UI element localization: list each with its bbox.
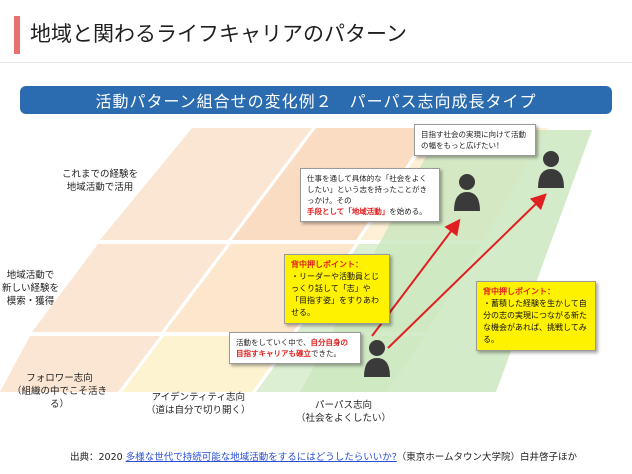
column-label-identity: アイデンティティ志向（道は自分で切り開く） bbox=[146, 392, 251, 416]
subtitle-banner: 活動パターン組合せの変化例２ パーパス志向成長タイプ bbox=[20, 86, 612, 114]
title-divider bbox=[0, 62, 632, 63]
source-citation: 出典：2020 多様な世代で持続可能な地域活動をするにはどうしたらいいか?（東京… bbox=[70, 452, 577, 463]
callout-career-established: 活動をしていく中で、自分自身の目指すキャリアも確立できた。 bbox=[229, 332, 361, 364]
cell-bottom-left bbox=[0, 336, 160, 392]
row-label-new-experience: 地域活動で新しい経験を模索・獲得 bbox=[2, 270, 60, 307]
cell-top-left bbox=[100, 128, 312, 240]
source-link[interactable]: 多様な世代で持続可能な地域活動をするにはどうしたらいいか? bbox=[125, 452, 397, 463]
push-point-new-challenge: 背中押しポイント：・蓄積した経験を生かして自分の志の実現につながる新たな機会があ… bbox=[476, 281, 596, 351]
person-icon bbox=[454, 174, 480, 211]
person-icon bbox=[364, 340, 390, 377]
growth-arrow bbox=[387, 193, 547, 349]
page-title: 地域と関わるライフキャリアのパターン bbox=[30, 22, 407, 46]
title-accent-bar bbox=[14, 16, 20, 54]
person-icon bbox=[538, 151, 564, 188]
callout-expand-activities: 目指す社会の実現に向けて活動の幅をもっと広げたい！ bbox=[414, 124, 536, 156]
row-label-existing-experience: これまでの経験を地域活動で活用 bbox=[62, 169, 139, 193]
column-label-purpose: パーパス志向（社会をよくしたい） bbox=[296, 400, 392, 424]
column-label-follower: フォロワー志向（組織の中でこそ活きる） bbox=[12, 373, 108, 410]
cell-mid-left bbox=[32, 244, 227, 332]
push-point-align-vision: 背中押しポイント：・リーダーや活動員とじっくり話して「志」や「目指す姿」をすりあ… bbox=[284, 254, 390, 324]
callout-start-trigger: 仕事を通して具体的な「社会をよくしたい」という志を持ったことがきっかけ。その手段… bbox=[300, 168, 440, 222]
